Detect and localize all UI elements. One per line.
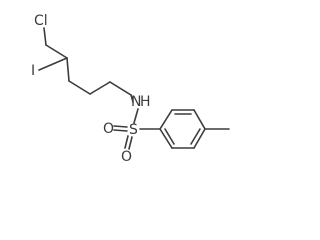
bond-chi-i — [38, 57, 68, 71]
bond-n-s — [133, 108, 139, 124]
ring-bond-3 — [193, 109, 206, 130]
ring-bond-4 — [193, 128, 206, 149]
atom-oxygen-bottom: O — [121, 149, 132, 165]
bond-c4-c5 — [89, 81, 111, 95]
bond-ch2-chi — [45, 44, 68, 59]
ring-double-bond-3 — [164, 128, 175, 145]
chemical-structure: Cl I N H S O O — [31, 13, 230, 165]
atom-hydrogen: H — [140, 94, 151, 110]
bond-s-o-top-1 — [113, 125, 128, 128]
atom-nitrogen: N — [131, 94, 141, 110]
bond-c3-c4 — [68, 80, 91, 95]
atom-chlorine: Cl — [34, 13, 48, 29]
bond-s-o-bottom-2 — [128, 136, 133, 150]
bond-c6-n — [130, 94, 134, 103]
bond-c5-c6 — [109, 81, 132, 96]
bond-s-o-bottom-1 — [124, 135, 129, 149]
bond-chi-c3 — [66, 57, 70, 82]
atom-iodine: I — [31, 63, 35, 79]
bond-cl-ch2 — [43, 27, 47, 46]
atom-sulfur: S — [129, 122, 138, 138]
ring-double-bond-2 — [190, 128, 201, 145]
ring-bond-1 — [159, 109, 173, 130]
bond-s-o-top-2 — [113, 129, 128, 132]
atom-oxygen-top: O — [103, 121, 114, 137]
ring-bond-6 — [159, 128, 173, 149]
